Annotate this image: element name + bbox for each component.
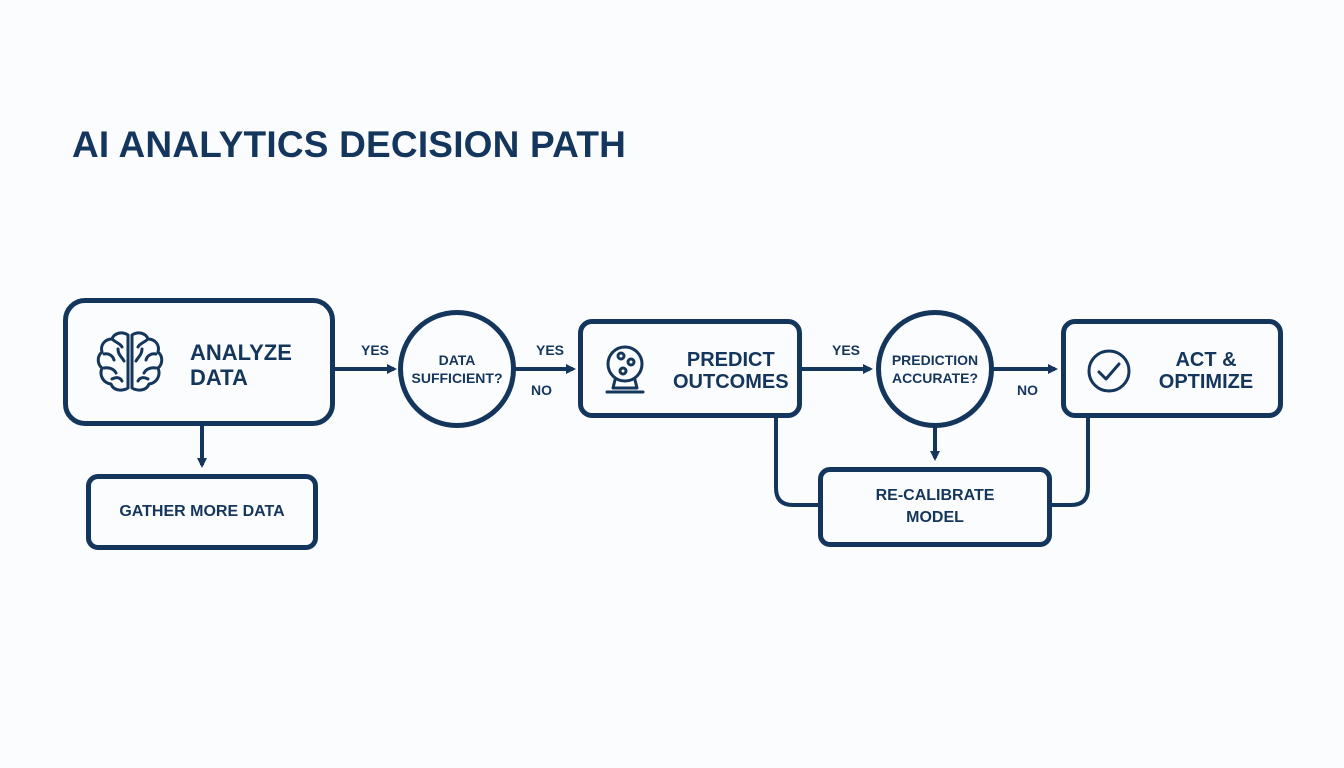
recalibrate-model-node[interactable]: RE-CALIBRATE MODEL <box>818 467 1052 547</box>
act-optimize-node[interactable]: ACT & OPTIMIZE <box>1061 319 1283 418</box>
edge-label-yes: YES <box>536 342 565 358</box>
edge-predict-to-recalibrate <box>774 416 820 507</box>
check-circle-icon <box>1087 349 1131 393</box>
crystal-ball-icon <box>605 345 645 394</box>
prediction-accurate-line2: ACCURATE? <box>891 370 979 386</box>
analyze-data-line2: DATA <box>190 364 248 390</box>
gather-more-data-label: GATHER MORE DATA <box>119 503 285 520</box>
edge-label-yes: YES <box>361 342 390 358</box>
prediction-accurate-line1: PREDICTION <box>891 351 979 368</box>
act-optimize-label: ACT & OPTIMIZE <box>1152 349 1260 394</box>
gather-more-data-node[interactable]: GATHER MORE DATA <box>86 474 318 550</box>
analyze-data-line1: ANALYZE <box>190 340 292 365</box>
data-sufficient-line2: SUFFICIENT? <box>411 370 503 386</box>
edge-label-no: NO <box>531 382 552 398</box>
data-sufficient-line1: DATA <box>438 351 476 368</box>
page-title: AI ANALYTICS DECISION PATH <box>72 124 627 165</box>
prediction-accurate-decision[interactable]: PREDICTION ACCURATE? <box>876 310 994 428</box>
predict-outcomes-line1: PREDICT <box>686 349 775 371</box>
predict-outcomes-line2: OUTCOMES <box>673 371 789 394</box>
brain-icon <box>96 331 164 392</box>
act-optimize-line2: OPTIMIZE <box>1158 371 1254 394</box>
edge-label-yes: YES <box>832 342 861 358</box>
analyze-data-node[interactable]: ANALYZE DATA <box>63 298 335 426</box>
recalibrate-line2: MODEL <box>906 509 964 526</box>
recalibrate-line1: RE-CALIBRATE <box>875 486 995 504</box>
predict-outcomes-node[interactable]: PREDICT OUTCOMES <box>578 319 802 418</box>
act-optimize-line1: ACT & <box>1175 349 1237 371</box>
analyze-data-label: ANALYZE DATA <box>190 340 292 390</box>
data-sufficient-decision[interactable]: DATA SUFFICIENT? <box>398 310 516 428</box>
predict-outcomes-label: PREDICT OUTCOMES <box>673 349 789 394</box>
edge-label-no: NO <box>1017 382 1038 398</box>
edge-act-to-recalibrate <box>1048 416 1090 507</box>
